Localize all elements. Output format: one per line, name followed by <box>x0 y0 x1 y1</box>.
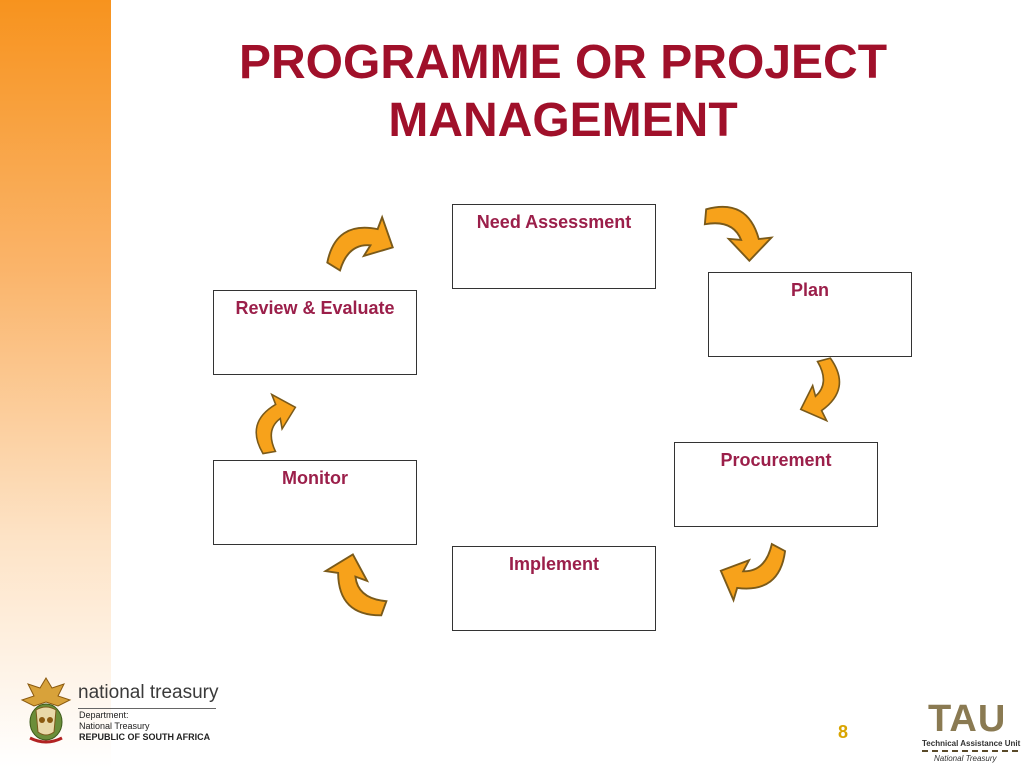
curved-arrow-icon <box>710 527 790 614</box>
slide-title: PROGRAMME OR PROJECT MANAGEMENT <box>150 34 976 150</box>
curved-arrow-icon <box>322 202 405 289</box>
tau-divider <box>922 750 1018 752</box>
step-monitor: Monitor <box>213 460 417 545</box>
coat-of-arms-icon <box>20 677 72 744</box>
title-line-1: PROGRAMME OR PROJECT <box>238 36 888 89</box>
curved-arrow-icon <box>248 390 304 455</box>
tau-logo: TAU <box>928 698 1007 740</box>
step-implement: Implement <box>452 546 656 631</box>
tau-subtitle: Technical Assistance Unit <box>922 739 1021 748</box>
title-line-2: MANAGEMENT <box>388 94 738 147</box>
page-number: 8 <box>838 722 849 742</box>
side-gradient-band <box>0 0 111 768</box>
curved-arrow-icon <box>789 356 851 428</box>
curved-arrow-icon <box>701 204 775 264</box>
step-procurement: Procurement <box>674 442 878 527</box>
tau-subtitle-2: National Treasury <box>934 754 997 763</box>
dept-line-3: REPUBLIC OF SOUTH AFRICA <box>79 732 211 742</box>
curved-arrow-icon <box>315 546 399 621</box>
dept-line-2: National Treasury <box>79 721 150 731</box>
dept-line-1: Department: <box>79 710 129 720</box>
step-plan: Plan <box>708 272 912 357</box>
org-divider <box>78 708 216 709</box>
org-name: national treasury <box>78 682 219 703</box>
step-need-assessment: Need Assessment <box>452 204 656 289</box>
step-review-evaluate: Review & Evaluate <box>213 290 417 375</box>
